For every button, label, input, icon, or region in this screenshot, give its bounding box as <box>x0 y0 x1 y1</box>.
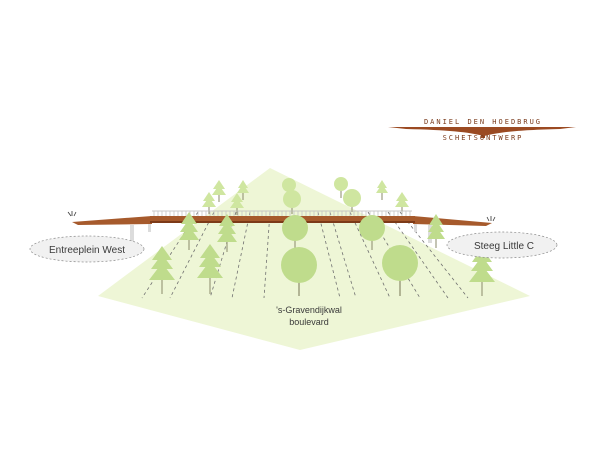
lane-lines <box>141 211 469 299</box>
center-label-line2: boulevard <box>289 317 329 327</box>
left-plaza-ellipse <box>29 235 145 263</box>
tree-conifer <box>197 244 223 294</box>
left-plaza-label: Entreeplein West <box>49 245 125 256</box>
project-subtitle: SCHETSONTWERP <box>443 134 524 142</box>
right-plaza-label: Steeg Little C <box>474 241 534 252</box>
bridge-ramp-right <box>413 216 492 226</box>
tree-round <box>283 190 301 214</box>
tree-round <box>334 177 348 198</box>
tree-conifer <box>212 180 226 202</box>
tree-round <box>359 215 385 250</box>
tree-conifer <box>149 246 175 294</box>
tree-conifer <box>237 180 249 200</box>
bridge-deck <box>150 216 415 222</box>
tree-conifer <box>230 193 244 215</box>
title-block: DANIEL DEN HOEDBRUG SCHETSONTWERP <box>388 118 576 142</box>
tree-round <box>282 215 308 250</box>
right-plaza-ellipse <box>446 231 558 259</box>
ramp-end-marker-right <box>486 216 496 222</box>
tree-conifer <box>217 214 237 252</box>
right-plaza-callout: Steeg Little C <box>446 231 558 259</box>
tree-round <box>382 245 418 296</box>
bridge-railing <box>153 211 411 216</box>
bridge-ramp-left <box>72 216 152 225</box>
tree-round <box>343 189 361 212</box>
ramp-end-marker-left <box>67 211 77 217</box>
trees-background <box>202 177 409 215</box>
tree-conifer <box>179 212 199 250</box>
left-plaza-callout: Entreeplein West <box>29 235 145 263</box>
tree-round <box>281 247 317 296</box>
bridge-piers <box>130 224 432 245</box>
tree-conifer <box>376 180 388 200</box>
center-label-line1: 's-Gravendijkwal <box>276 305 342 315</box>
project-title: DANIEL DEN HOEDBRUG <box>424 118 542 126</box>
tree-conifer <box>427 214 445 248</box>
tree-conifer <box>202 192 216 214</box>
trees-foreground <box>149 212 495 296</box>
